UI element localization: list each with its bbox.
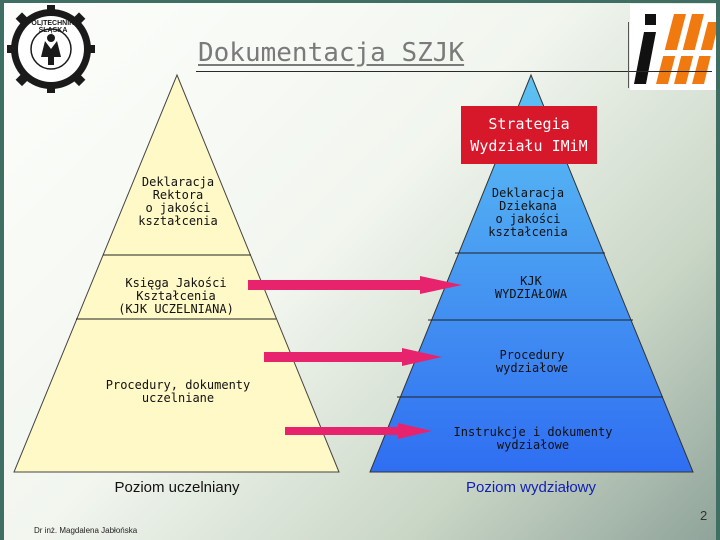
slide-top-border	[0, 0, 720, 3]
right-level-2-label: KJK WYDZIAŁOWA	[478, 275, 584, 301]
seal-text-label: POLITECHNIKA ŚLĄSKA	[26, 20, 80, 34]
right-level-3-line: wydziałowe	[495, 361, 569, 375]
left-level-2-label: Księga Jakości Kształcenia (KJK UCZELNIA…	[103, 277, 249, 316]
strategy-box: Strategia Wydziału IMiM	[461, 106, 597, 164]
arrow-kjk	[248, 276, 462, 294]
right-level-1-line: kształcenia	[488, 225, 568, 239]
right-level-4-line: Instrukcje i dokumenty	[453, 425, 613, 439]
left-level-2-line: Księga Jakości	[125, 276, 227, 290]
left-pyramid	[13, 73, 340, 473]
right-level-4-label: Instrukcje i dokumenty wydziałowe	[450, 426, 616, 452]
page-title: Dokumentacja SZJK	[198, 38, 465, 68]
strategy-line-1: Strategia	[488, 115, 570, 133]
left-level-1-line: o jakości	[145, 201, 211, 215]
left-level-1-label: Deklaracja Rektora o jakości kształcenia	[128, 176, 228, 228]
slide-right-border	[716, 0, 720, 540]
right-level-4-line: wydziałowe	[496, 438, 570, 452]
left-level-2-line: (KJK UCZELNIANA)	[118, 302, 234, 316]
right-level-2-line: WYDZIAŁOWA	[494, 287, 568, 301]
author-credit: Dr inż. Magdalena Jabłońska	[34, 526, 138, 535]
left-level-1-line: Deklaracja	[141, 175, 215, 189]
left-level-2-line: Kształcenia	[136, 289, 216, 303]
arrow-instrukcje	[285, 423, 432, 439]
left-level-1-line: Rektora	[152, 188, 204, 202]
slide-left-border	[0, 0, 4, 540]
left-bottom-label: Poziom uczelniany	[114, 479, 240, 496]
right-pyramid	[369, 73, 694, 473]
left-level-1-line: kształcenia	[138, 214, 218, 228]
seal-text: POLITECHNIKA ŚLĄSKA	[18, 20, 88, 34]
left-level-3-label: Procedury, dokumenty uczelniane	[100, 379, 256, 405]
right-level-1-line: o jakości	[495, 212, 561, 226]
right-bottom-label: Poziom wydziałowy	[465, 479, 597, 496]
left-level-3-line: uczelniane	[141, 391, 215, 405]
imim-logo-icon	[630, 4, 716, 90]
arrow-procedury	[264, 348, 442, 366]
right-level-1-line: Deklaracja	[491, 186, 565, 200]
slide-number: 2	[700, 508, 708, 523]
right-level-3-line: Procedury	[499, 348, 565, 362]
polsl-seal-icon	[7, 5, 95, 93]
title-separator-line	[628, 22, 629, 88]
left-level-3-line: Procedury, dokumenty	[105, 378, 251, 392]
right-level-1-line: Dziekana	[499, 199, 557, 213]
strategy-line-2: Wydziału IMiM	[470, 137, 588, 155]
title-divider	[196, 71, 712, 72]
right-level-3-label: Procedury wydziałowe	[482, 349, 582, 375]
right-level-1-label: Deklaracja Dziekana o jakości kształceni…	[478, 187, 578, 239]
right-level-2-line: KJK	[520, 274, 542, 288]
